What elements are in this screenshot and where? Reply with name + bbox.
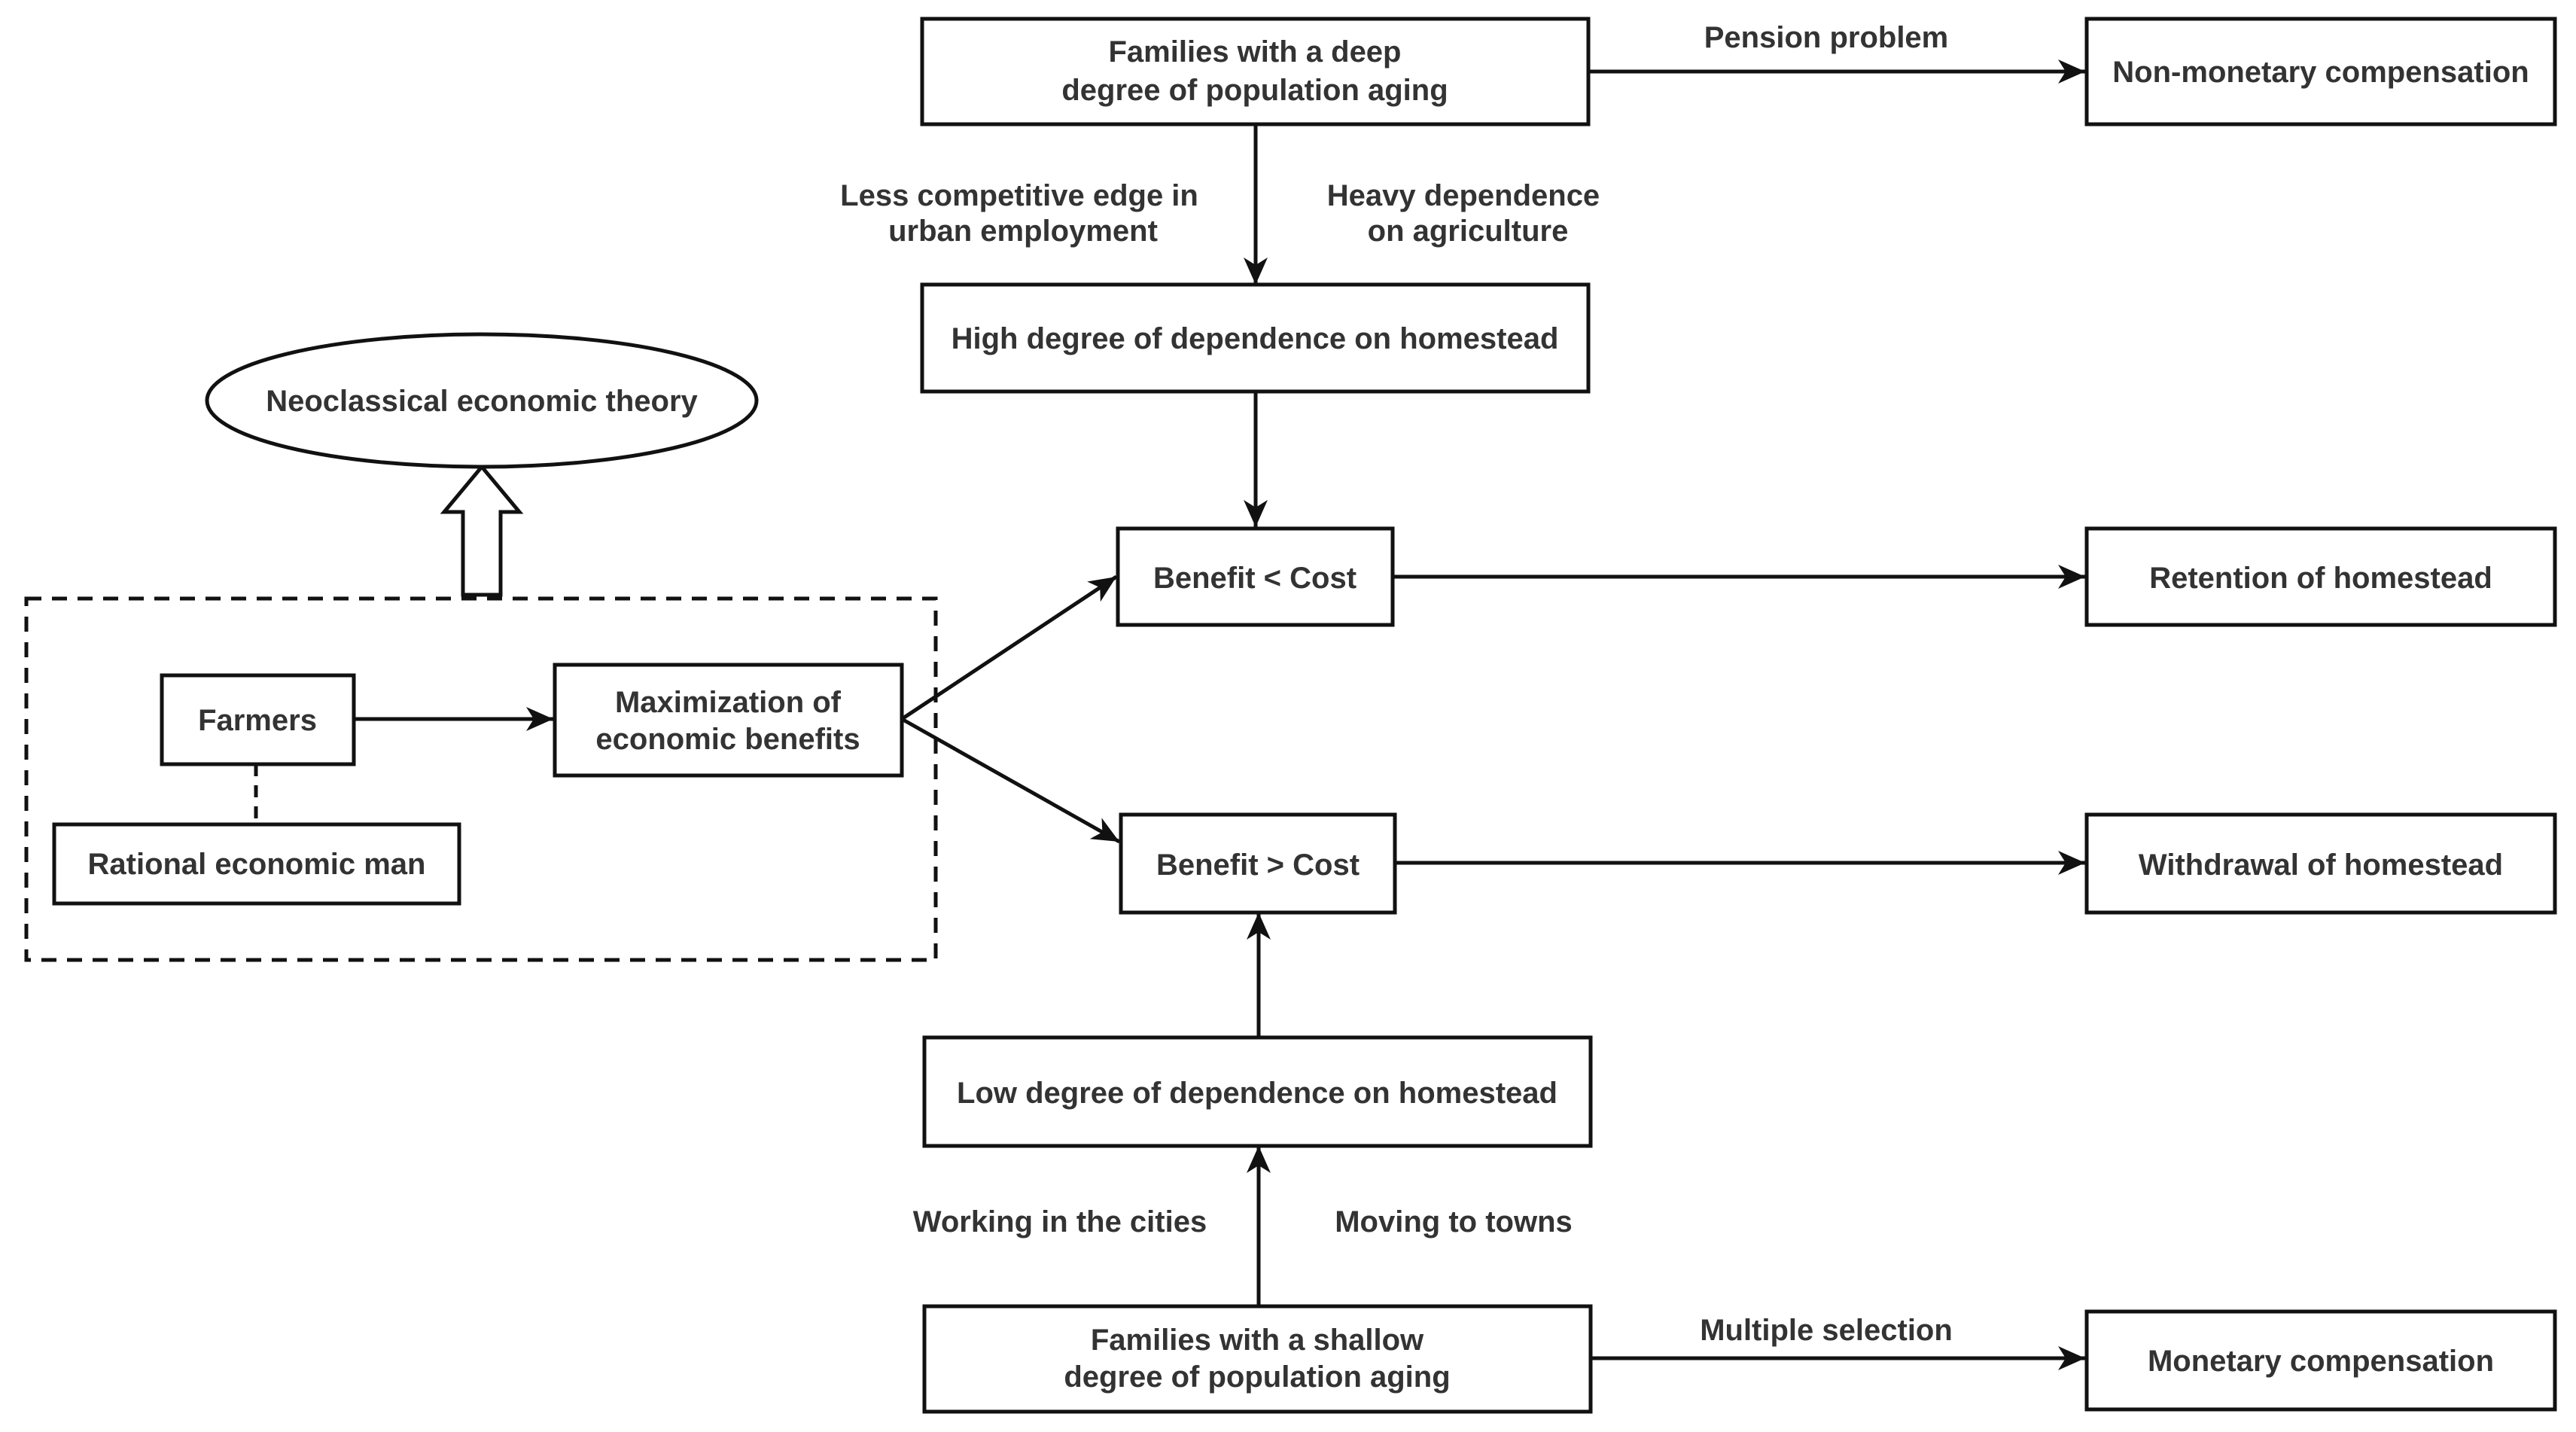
- node-neoclassical-theory: Neoclassical economic theory: [205, 332, 759, 469]
- label-working-in-cities: Working in the cities: [913, 1205, 1207, 1239]
- node-farmers-label: Farmers: [198, 704, 317, 737]
- label-less-competitive-line-2: urban employment: [888, 215, 1158, 248]
- node-non-monetary-label: Non-monetary compensation: [2112, 56, 2529, 89]
- node-rational-man-label: Rational economic man: [88, 848, 426, 881]
- label-multiple-selection: Multiple selection: [1700, 1314, 1953, 1347]
- farmers-group-container: [24, 596, 938, 962]
- edge-labels: Pension problem Less competitive edge in…: [840, 21, 1953, 1347]
- node-high-dependence-label: High degree of dependence on homestead: [952, 322, 1559, 355]
- node-benefit-less-than-cost: Benefit < Cost: [1116, 526, 1395, 627]
- hollow-up-arrow: [440, 464, 524, 597]
- label-less-competitive-line-1: Less competitive edge in: [840, 179, 1198, 212]
- node-monetary-compensation: Monetary compensation: [2084, 1309, 2557, 1412]
- node-withdrawal-of-homestead: Withdrawal of homestead: [2084, 812, 2557, 915]
- node-shallow-aging: Families with a shallow degree of popula…: [922, 1304, 1593, 1414]
- node-withdrawal-label: Withdrawal of homestead: [2139, 849, 2503, 882]
- node-maximization-line-2: economic benefits: [595, 723, 860, 756]
- label-heavy-dependence-line-1: Heavy dependence: [1327, 179, 1600, 212]
- node-maximization: Maximization of economic benefits: [553, 663, 904, 778]
- node-benefit-greater-than-cost: Benefit > Cost: [1119, 812, 1397, 915]
- edge-maximization-to-benefit-greater: [900, 717, 1121, 844]
- node-rational-economic-man: Rational economic man: [52, 822, 461, 906]
- node-farmers: Farmers: [160, 673, 356, 766]
- node-retention-label: Retention of homestead: [2149, 562, 2492, 595]
- node-shallow-aging-line-2: degree of population aging: [1064, 1360, 1450, 1394]
- node-benefit-less-label: Benefit < Cost: [1153, 562, 1357, 595]
- label-pension-problem: Pension problem: [1704, 21, 1949, 54]
- node-non-monetary-compensation: Non-monetary compensation: [2084, 17, 2557, 126]
- label-moving-to-towns: Moving to towns: [1335, 1205, 1573, 1239]
- node-benefit-greater-label: Benefit > Cost: [1156, 849, 1360, 882]
- node-low-dependence: Low degree of dependence on homestead: [922, 1035, 1593, 1148]
- edges: [254, 59, 2085, 1370]
- node-monetary-label: Monetary compensation: [2148, 1345, 2494, 1378]
- node-maximization-line-1: Maximization of: [615, 686, 842, 719]
- node-shallow-aging-line-1: Families with a shallow: [1091, 1324, 1424, 1357]
- node-retention-of-homestead: Retention of homestead: [2084, 526, 2557, 627]
- node-neoclassical-label: Neoclassical economic theory: [266, 385, 698, 418]
- node-low-dependence-label: Low degree of dependence on homestead: [957, 1077, 1557, 1110]
- node-high-dependence: High degree of dependence on homestead: [920, 282, 1591, 394]
- node-deep-aging: Families with a deep degree of populatio…: [920, 17, 1591, 126]
- node-deep-aging-line-1: Families with a deep: [1108, 35, 1401, 69]
- label-heavy-dependence-line-2: on agriculture: [1368, 215, 1569, 248]
- node-deep-aging-line-2: degree of population aging: [1061, 74, 1448, 107]
